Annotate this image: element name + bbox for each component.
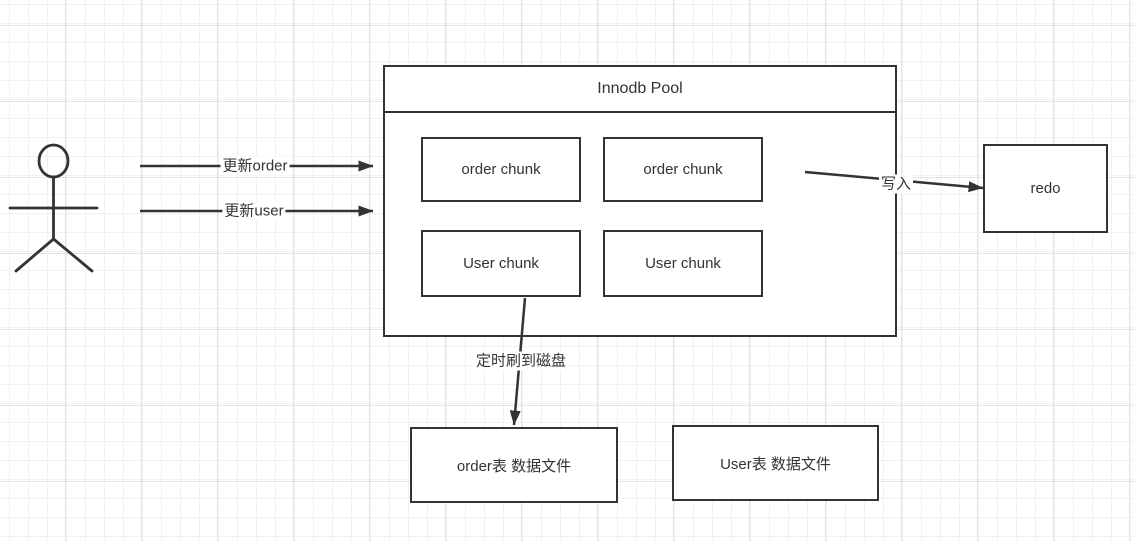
user-actor-figure[interactable] [8, 143, 99, 273]
edge-label-update-user[interactable]: 更新user [222, 201, 286, 221]
user-table-file-box[interactable]: User表 数据文件 [672, 425, 879, 501]
redo-box[interactable]: redo [983, 144, 1108, 233]
edge-label-flush[interactable]: 定时刷到磁盘 [473, 351, 569, 371]
edge-label-write[interactable]: 写入 [878, 174, 914, 194]
order-chunk-left-box[interactable]: order chunk [421, 137, 581, 202]
order-chunk-right-box[interactable]: order chunk [603, 137, 763, 202]
user-table-file-label: User表 数据文件 [720, 455, 831, 473]
user-chunk-left-box[interactable]: User chunk [421, 230, 581, 297]
edge-label-update-order[interactable]: 更新order [220, 156, 290, 176]
actor-leg-left [14, 237, 55, 273]
order-table-file-box[interactable]: order表 数据文件 [410, 427, 618, 503]
user-chunk-right-box[interactable]: User chunk [603, 230, 763, 297]
actor-head [37, 143, 70, 179]
order-chunk-right-label: order chunk [643, 161, 723, 178]
order-chunk-left-label: order chunk [461, 161, 541, 178]
innodb-pool-box[interactable]: Innodb Pool order chunk order chunk User… [383, 65, 897, 337]
redo-label: redo [1030, 180, 1061, 197]
innodb-pool-title: Innodb Pool [385, 67, 895, 113]
order-table-file-label: order表 数据文件 [456, 457, 572, 475]
actor-leg-right [52, 237, 94, 273]
user-chunk-right-label: User chunk [645, 255, 721, 272]
user-chunk-left-label: User chunk [463, 255, 539, 272]
